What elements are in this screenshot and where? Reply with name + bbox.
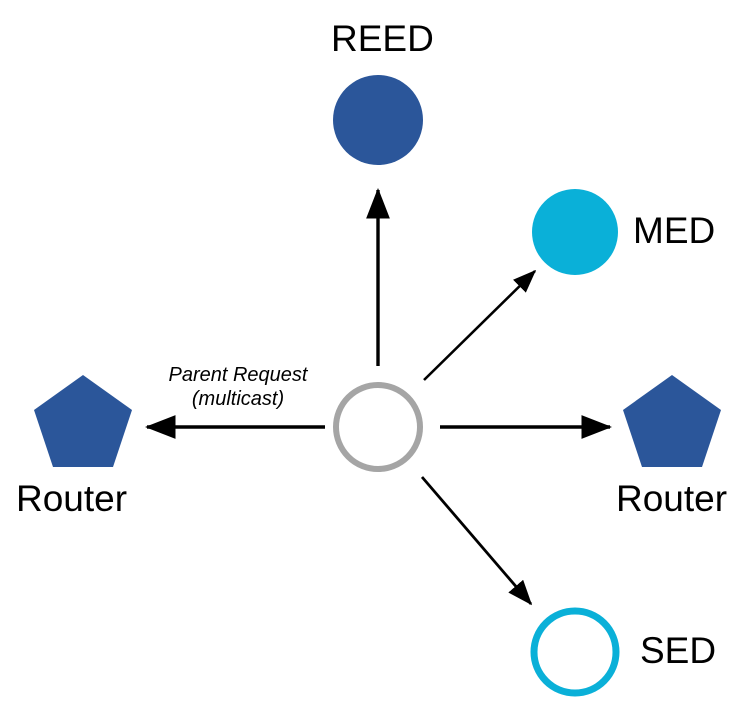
node-router-left[interactable] <box>34 375 132 467</box>
node-group <box>34 75 721 697</box>
node-label-med: MED <box>633 210 716 251</box>
edge-label-line-1: Parent Request <box>168 364 308 386</box>
node-med[interactable] <box>532 189 618 275</box>
node-sed[interactable] <box>530 607 620 697</box>
node-label-router-right: Router <box>616 478 728 519</box>
node-label-sed: SED <box>640 630 717 671</box>
edge-to-sed <box>420 476 533 606</box>
node-reed[interactable] <box>333 75 423 165</box>
node-label-router-left: Router <box>16 478 128 519</box>
node-label-reed: REED <box>331 18 434 59</box>
edge-label-parent-request: Parent Request (multicast) <box>152 364 324 411</box>
node-joining-device[interactable] <box>333 382 423 472</box>
edge-to-med <box>423 269 537 381</box>
edge-label-line-2: (multicast) <box>191 387 285 410</box>
edge-group <box>144 187 613 606</box>
node-router-right[interactable] <box>623 375 721 467</box>
